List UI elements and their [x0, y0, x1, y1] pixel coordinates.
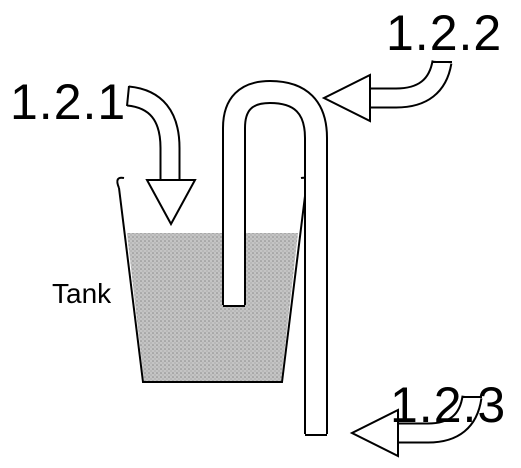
arrow-1-2-3: [349, 394, 483, 458]
tank-label: Tank: [52, 278, 112, 309]
siphon-tube: [222, 79, 328, 436]
tank-liquid: [127, 233, 298, 381]
arrow-label-1-2-2: 1.2.2: [386, 5, 503, 61]
arrow-label-1-2-1: 1.2.1: [10, 74, 127, 130]
arrow-1-2-2: [321, 59, 453, 123]
arrow-label-1-2-3: 1.2.3: [390, 377, 507, 433]
arrow-1-2-1: [126, 85, 197, 227]
